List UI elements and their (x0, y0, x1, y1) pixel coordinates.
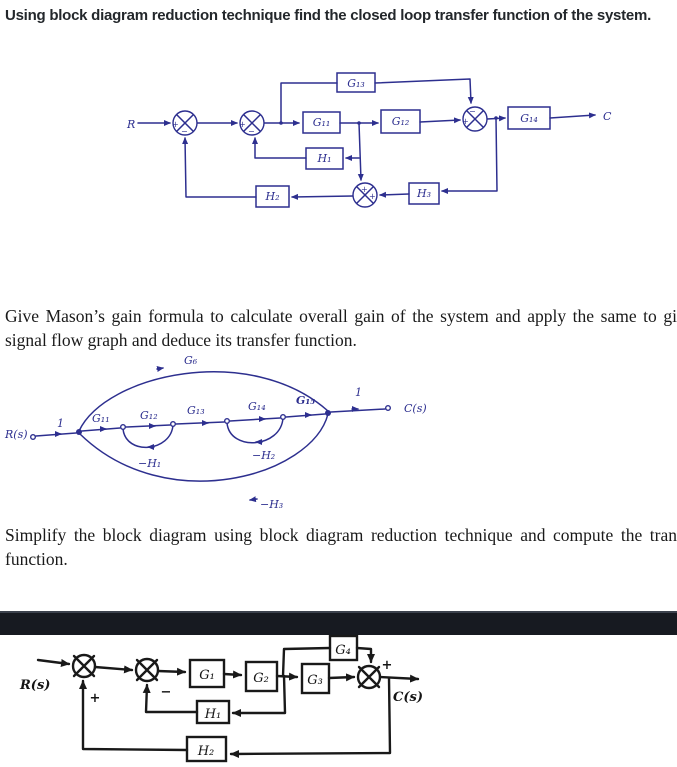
h1-label: H₁ (316, 152, 331, 165)
question-3-text: Simplify the block diagram using block d… (5, 523, 677, 571)
d1-output-label: C (603, 110, 612, 123)
g1-label: G₁ (199, 668, 215, 683)
sum3-plus-sign: + (462, 117, 469, 126)
d3-input-label: R(s) (19, 678, 50, 693)
d3-sum3-plus-sign: + (382, 658, 393, 673)
d3-summing-junction-1 (71, 653, 97, 679)
sum1-minus-sign: − (181, 127, 188, 136)
question-2-line-2: signal flow graph and deduce its transfe… (5, 330, 357, 350)
d3-output-label: C(s) (393, 690, 423, 705)
sfg-nodes (30, 405, 392, 441)
g4-label: G₄ (335, 643, 351, 658)
question-1-text: Using block diagram reduction technique … (5, 7, 651, 24)
sfg-h1-label: −H₁ (138, 457, 161, 470)
g14-block (507, 106, 551, 130)
d3-h2-block (185, 735, 228, 763)
question-2-line-1: Give Mason’s gain formula to calculate o… (5, 306, 677, 326)
h2-block (255, 185, 290, 208)
g2-label: G₂ (253, 671, 269, 686)
sfg-g15-label: G₁₅ (296, 394, 315, 407)
g14-label: G₁₄ (520, 112, 538, 125)
g2-block (244, 660, 279, 693)
sfg-gain-out-label: 1 (355, 386, 362, 399)
sfg-g12-label: G₁₂ (140, 409, 158, 422)
summing-junction-3 (462, 106, 488, 132)
sum1-plus-sign: + (172, 120, 179, 129)
signal-flow-graph: R(s) C(s) 1 1 G₁₁ G₁₂ G₁₃ G₁₄ G₁₅ G₆ −H₁… (4, 354, 427, 511)
sum4-plus-sign-top: + (361, 185, 368, 194)
sum2-minus-sign: − (248, 127, 255, 136)
separator-bar (0, 611, 677, 635)
sfg-h2-label: −H₂ (252, 449, 275, 462)
sum2-plus-sign: + (239, 120, 246, 129)
question-3-line-2: function. (5, 549, 68, 569)
separator-bar-highlight (0, 611, 677, 613)
video-seek-bar (0, 611, 677, 635)
block-diagram-1: R C G₁₃ G₁₁ G₁₂ G₁₄ H₁ H₂ H₃ + − + − − +… (126, 72, 612, 208)
g11-block (302, 111, 341, 134)
block-diagram-3-wires (36, 646, 420, 758)
sfg-g14-label: G₁₄ (248, 400, 266, 413)
g13-block (336, 72, 376, 93)
sfg-g11-label: G₁₁ (92, 412, 110, 425)
h1-block (305, 147, 344, 170)
block-diagram-1-wires (137, 78, 596, 200)
sum3-minus-sign: − (469, 107, 476, 116)
d1-input-label: R (126, 118, 135, 131)
g13-label: G₁₃ (347, 77, 365, 90)
g3-block (300, 662, 331, 695)
sfg-gain-in-label: 1 (57, 417, 64, 430)
sfg-h3-label: −H₃ (260, 498, 283, 511)
sfg-g6-label: G₆ (184, 354, 198, 367)
sum4-plus-sign-right: + (369, 192, 376, 201)
g3-label: G₃ (307, 673, 323, 688)
sfg-edges (35, 366, 386, 503)
h3-label: H₃ (416, 187, 431, 200)
h2-label: H₂ (264, 190, 279, 203)
d3-h1-block (195, 699, 231, 725)
g1-block (188, 658, 226, 689)
g4-block (328, 634, 359, 662)
g12-label: G₁₂ (392, 115, 410, 128)
d3-summing-junction-2 (134, 657, 160, 683)
d3-h2-label: H₂ (197, 744, 215, 759)
g12-block (380, 109, 421, 134)
d3-h1-label: H₁ (204, 707, 222, 722)
d3-summing-junction-3 (356, 664, 382, 690)
d3-sum2-minus-sign: − (161, 685, 172, 700)
summing-junction-4 (352, 182, 378, 208)
sfg-g13-label: G₁₃ (187, 404, 205, 417)
summing-junction-2 (239, 110, 265, 136)
sfg-input-label: R(s) (4, 428, 28, 441)
question-3-line-1: Simplify the block diagram using block d… (5, 525, 677, 545)
summing-junction-1 (172, 110, 198, 136)
d3-sum1-plus-sign: + (90, 691, 101, 706)
sfg-output-label: C(s) (404, 402, 427, 415)
g11-label: G₁₁ (313, 116, 331, 129)
question-2-text: Give Mason’s gain formula to calculate o… (5, 304, 677, 352)
h3-block (408, 182, 440, 205)
block-diagram-3: R(s) C(s) G₁ G₂ G₃ G₄ H₁ H₂ + − + (19, 634, 423, 763)
